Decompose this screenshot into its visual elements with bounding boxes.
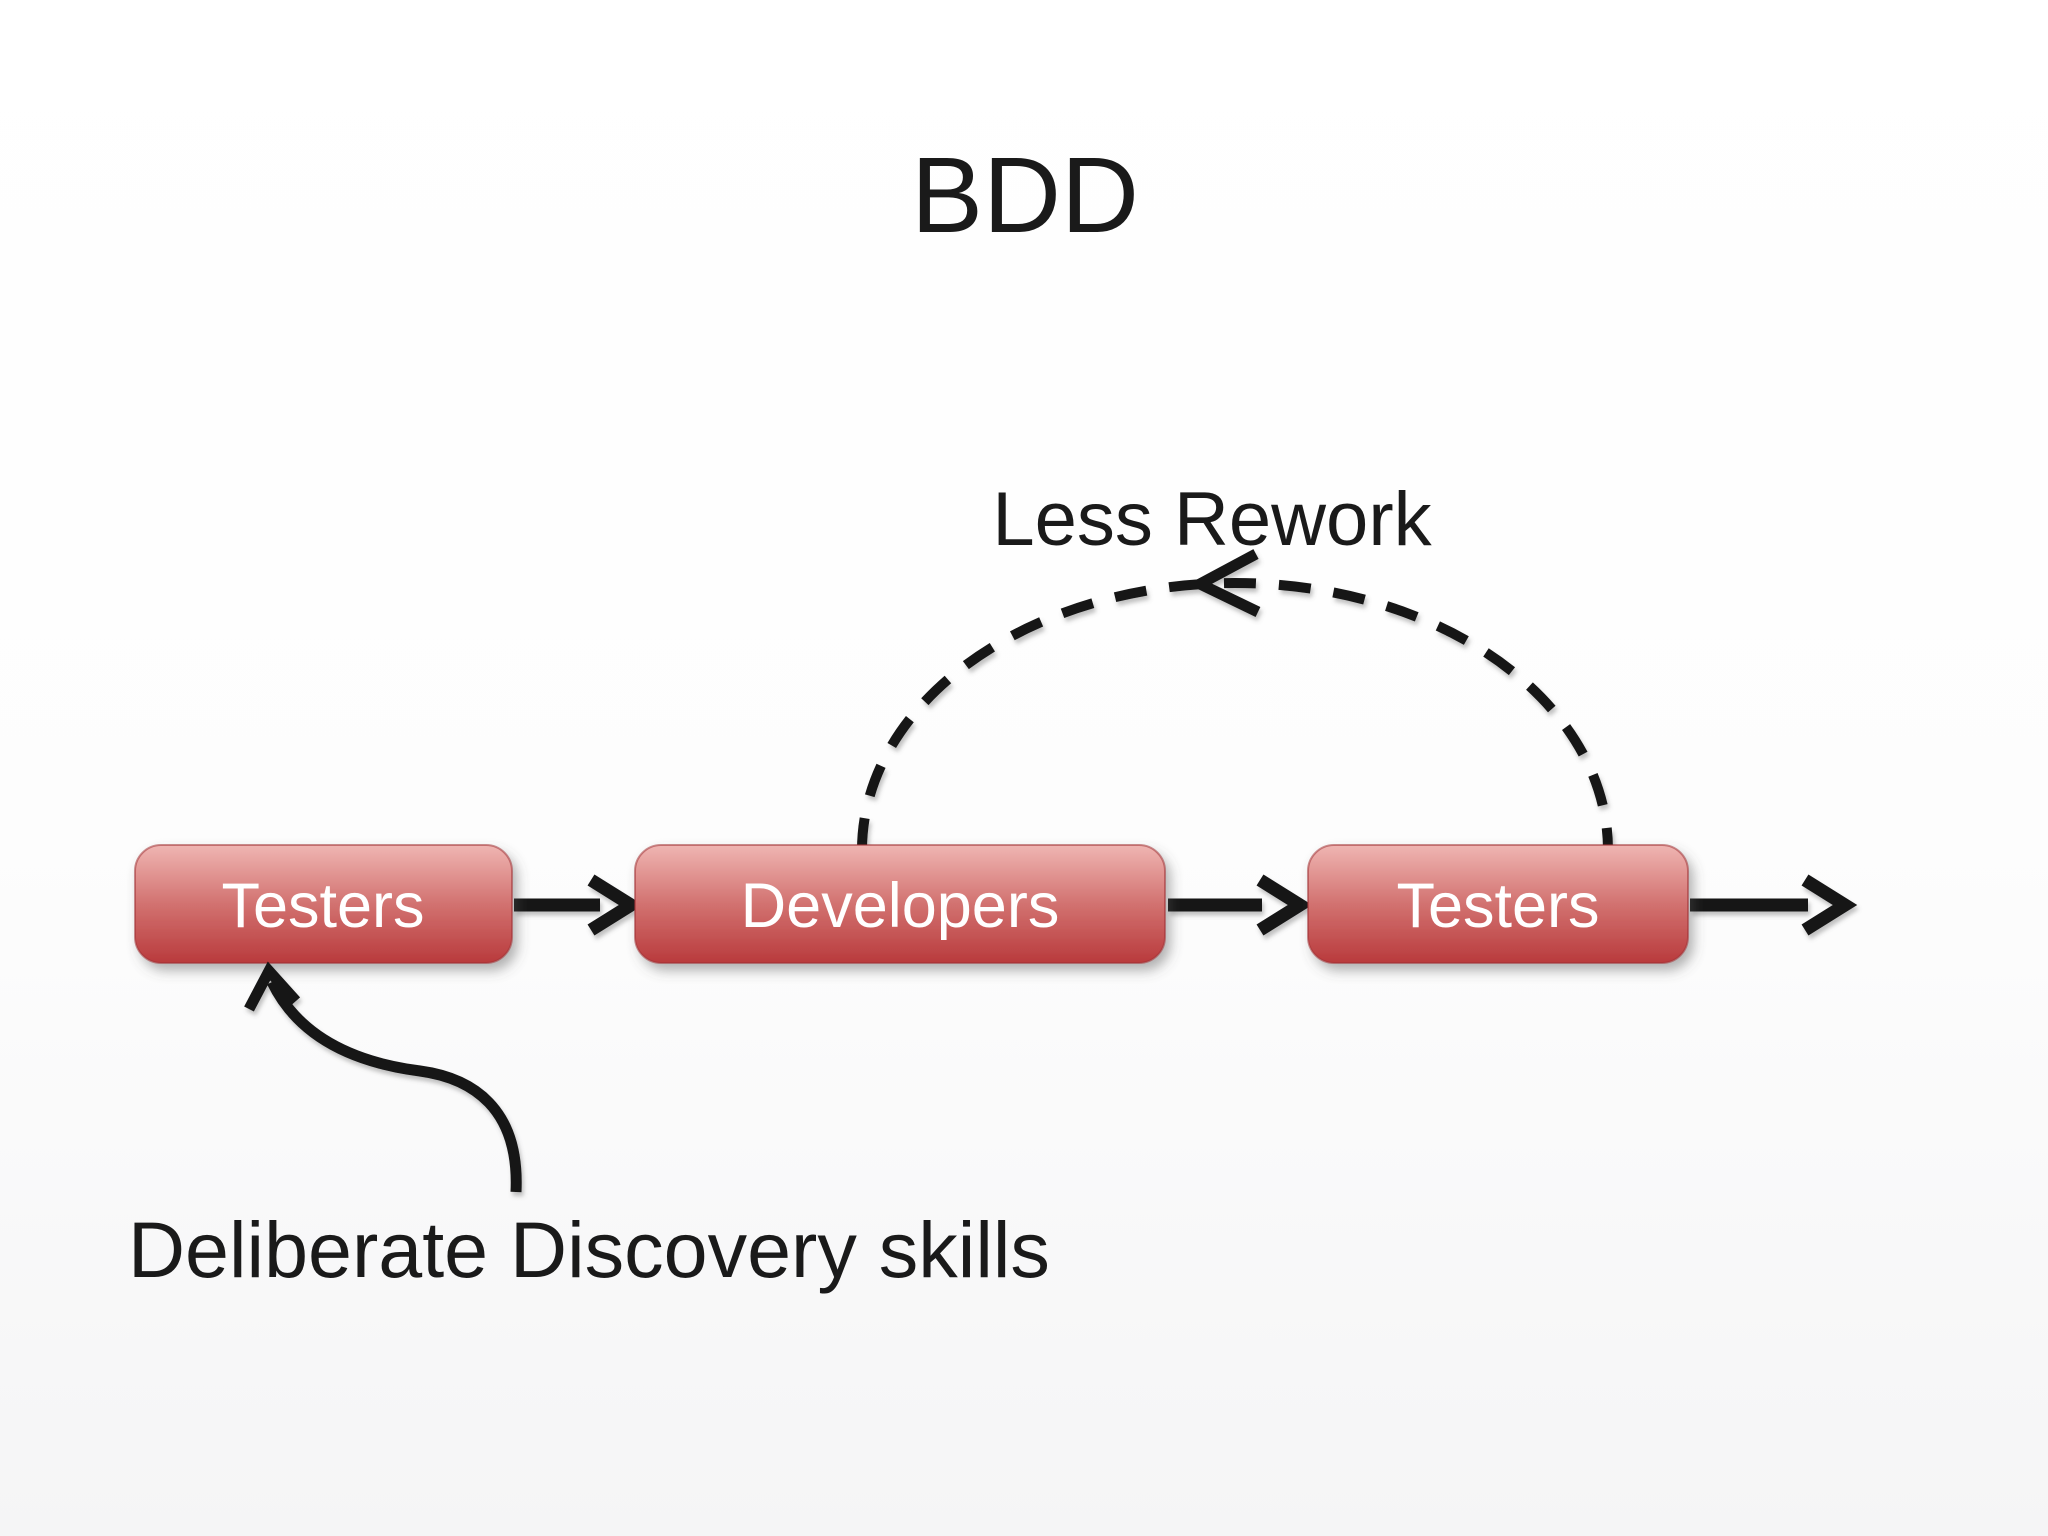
node-label: Testers [1396, 871, 1599, 941]
slide-title: BDD [911, 134, 1139, 255]
arrow-developers-to-testers [1168, 874, 1313, 936]
node-box [1307, 844, 1689, 964]
deliberate-discovery-arrow [244, 961, 522, 1193]
dashed-arc-path [857, 578, 1613, 851]
arrow-testers-out [1690, 874, 1858, 936]
deliberate-discovery-label: Deliberate Discovery skills [128, 1205, 1050, 1294]
arrowhead-right-icon [1256, 874, 1313, 936]
node-box [634, 844, 1166, 964]
node-developers: Developers [634, 844, 1166, 964]
arrow-testers-to-developers [514, 874, 644, 936]
node-label: Developers [741, 871, 1060, 941]
flow-arrows [514, 874, 1858, 936]
callout-curve-path [267, 979, 522, 1193]
node-label: Testers [221, 871, 424, 941]
arrowhead-right-icon [1801, 874, 1858, 936]
arrowhead-left-icon [1187, 549, 1261, 617]
less-rework-label: Less Rework [992, 477, 1432, 562]
node-testers-left: Testers [134, 844, 513, 964]
node-box [134, 844, 513, 964]
arrowhead-right-icon [587, 874, 644, 936]
node-testers-right: Testers [1307, 844, 1689, 964]
arrowhead-up-icon [244, 961, 301, 1012]
less-rework-feedback-arc [857, 549, 1613, 851]
